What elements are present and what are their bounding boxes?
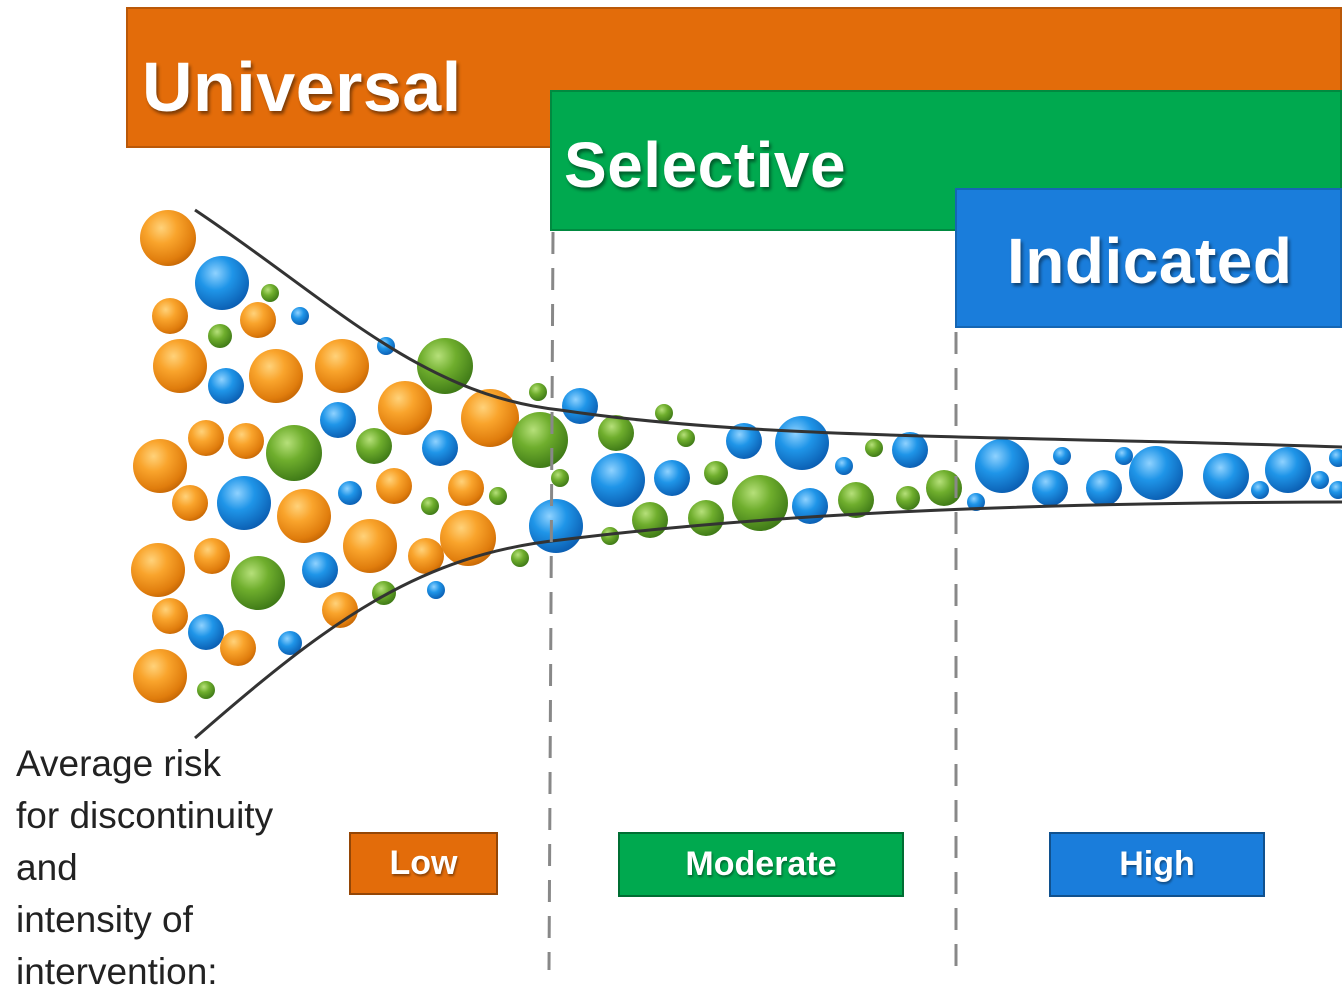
divider-low-moderate xyxy=(547,231,555,971)
blue-circle xyxy=(562,388,598,424)
green-circle xyxy=(655,404,673,422)
blue-circle xyxy=(302,552,338,588)
blue-circle xyxy=(1265,447,1311,493)
risk-high-box: High xyxy=(1049,832,1265,897)
risk-moderate-box: Moderate xyxy=(618,832,904,897)
blue-circle xyxy=(208,368,244,404)
green-circle xyxy=(421,497,439,515)
green-circle xyxy=(512,412,568,468)
blue-circle xyxy=(278,631,302,655)
green-circle xyxy=(356,428,392,464)
blue-circle xyxy=(338,481,362,505)
orange-circle xyxy=(220,630,256,666)
blue-circle xyxy=(427,581,445,599)
orange-circle xyxy=(440,510,496,566)
green-circle xyxy=(601,527,619,545)
orange-circle xyxy=(153,339,207,393)
blue-circle xyxy=(188,614,224,650)
green-circle xyxy=(688,500,724,536)
funnel-top-curve xyxy=(194,208,1342,449)
blue-circle xyxy=(1329,449,1342,467)
blue-circle xyxy=(1311,471,1329,489)
green-circle xyxy=(417,338,473,394)
universal-label: Universal xyxy=(142,48,462,126)
green-circle xyxy=(732,475,788,531)
blue-circle xyxy=(422,430,458,466)
blue-circle xyxy=(1129,446,1183,500)
green-circle xyxy=(208,324,232,348)
blue-circle xyxy=(1086,470,1122,506)
blue-circle xyxy=(1115,447,1133,465)
blue-circle xyxy=(591,453,645,507)
blue-circle xyxy=(775,416,829,470)
caption-line: Average risk xyxy=(16,743,221,784)
green-circle xyxy=(529,383,547,401)
blue-circle xyxy=(975,439,1029,493)
orange-circle xyxy=(277,489,331,543)
selective-label: Selective xyxy=(564,129,847,201)
orange-circle xyxy=(461,389,519,447)
green-circle xyxy=(598,415,634,451)
orange-circle xyxy=(249,349,303,403)
blue-circle xyxy=(320,402,356,438)
green-circle xyxy=(926,470,962,506)
caption-line: intensity of xyxy=(16,899,193,940)
blue-circle xyxy=(1203,453,1249,499)
caption-line: intervention: xyxy=(16,951,218,992)
blue-circle xyxy=(967,493,985,511)
blue-circle xyxy=(654,460,690,496)
green-circle xyxy=(865,439,883,457)
green-circle xyxy=(838,482,874,518)
orange-circle xyxy=(152,298,188,334)
blue-circle xyxy=(1251,481,1269,499)
orange-circle xyxy=(378,381,432,435)
green-circle xyxy=(261,284,279,302)
green-circle xyxy=(197,681,215,699)
indicated-band: Indicated xyxy=(955,188,1342,328)
orange-circle xyxy=(133,439,187,493)
orange-circle xyxy=(322,592,358,628)
orange-circle xyxy=(188,420,224,456)
blue-circle xyxy=(1053,447,1071,465)
orange-circle xyxy=(240,302,276,338)
orange-circle xyxy=(343,519,397,573)
blue-circle xyxy=(291,307,309,325)
green-circle xyxy=(266,425,322,481)
blue-circle xyxy=(195,256,249,310)
green-circle xyxy=(896,486,920,510)
orange-circle xyxy=(228,423,264,459)
caption-line: for discontinuity xyxy=(16,795,274,836)
blue-circle xyxy=(1329,481,1342,499)
green-circle xyxy=(551,469,569,487)
population-circles xyxy=(131,210,1342,703)
orange-circle xyxy=(172,485,208,521)
funnel-bottom-curve xyxy=(194,500,1342,740)
orange-circle xyxy=(315,339,369,393)
orange-circle xyxy=(140,210,196,266)
green-circle xyxy=(511,549,529,567)
orange-circle xyxy=(131,543,185,597)
green-circle xyxy=(677,429,695,447)
orange-circle xyxy=(448,470,484,506)
orange-circle xyxy=(376,468,412,504)
orange-circle xyxy=(152,598,188,634)
risk-low-box: Low xyxy=(349,832,498,895)
blue-circle xyxy=(217,476,271,530)
orange-circle xyxy=(408,538,444,574)
indicated-label: Indicated xyxy=(1007,225,1293,297)
green-circle xyxy=(489,487,507,505)
blue-circle xyxy=(726,423,762,459)
orange-circle xyxy=(133,649,187,703)
blue-circle xyxy=(835,457,853,475)
orange-circle xyxy=(194,538,230,574)
green-circle xyxy=(704,461,728,485)
blue-circle xyxy=(529,499,583,553)
blue-circle xyxy=(1032,470,1068,506)
green-circle xyxy=(231,556,285,610)
axis-caption: Average risk for discontinuity and inten… xyxy=(16,738,316,998)
blue-circle xyxy=(892,432,928,468)
caption-line: and xyxy=(16,847,78,888)
